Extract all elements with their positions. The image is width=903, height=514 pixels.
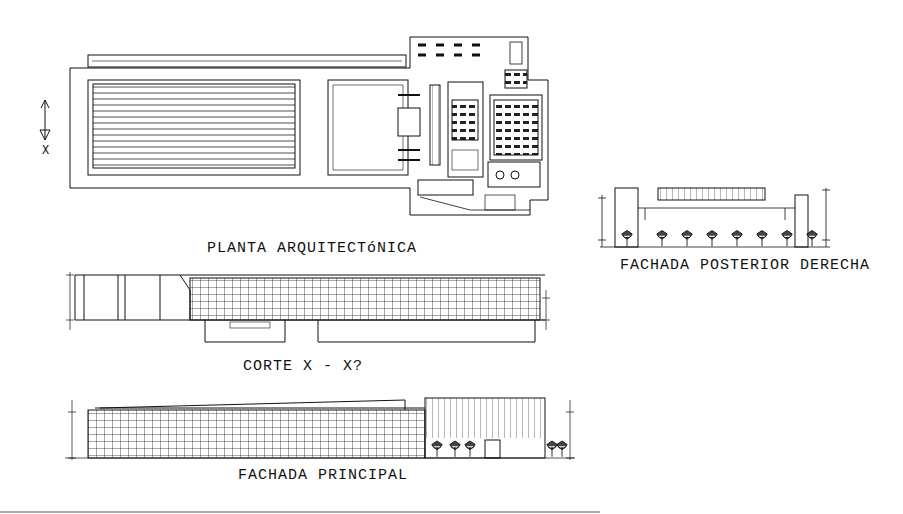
section-x-x bbox=[66, 272, 550, 342]
section-mark: X bbox=[42, 145, 50, 157]
rear-right-facade bbox=[598, 188, 830, 247]
view-title: CORTE X - X? bbox=[243, 359, 363, 374]
view-title: PLANTA ARQUITECTóNICA bbox=[207, 241, 417, 256]
sheet-border bbox=[0, 512, 600, 513]
view-title: FACHADA POSTERIOR DERECHA bbox=[620, 258, 870, 273]
view-title: FACHADA PRINCIPAL bbox=[238, 468, 408, 483]
main-facade bbox=[65, 398, 575, 460]
floor-plan bbox=[70, 37, 548, 215]
north-arrow bbox=[40, 100, 50, 140]
